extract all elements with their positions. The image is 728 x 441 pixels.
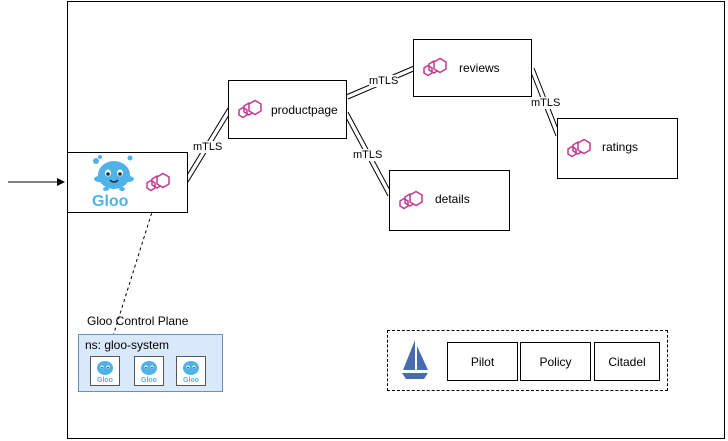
pod-logo-text: Gloo [97, 377, 113, 384]
gloo-pod[interactable]: Gloo [176, 356, 206, 386]
ratings-node[interactable]: ratings [557, 118, 678, 179]
namespace-label: ns: gloo-system [85, 338, 170, 352]
reviews-node[interactable]: reviews [413, 39, 532, 97]
gloo-mascot-icon: Gloo [97, 361, 113, 384]
envoy-proxy-icon [567, 138, 591, 158]
mtls-label-reviews: mTLS [369, 75, 399, 87]
gloo-pod[interactable]: Gloo [134, 356, 164, 386]
envoy-proxy-icon [146, 172, 170, 192]
citadel-component[interactable]: Citadel [594, 342, 660, 381]
gloo-mascot-icon [93, 155, 134, 191]
istio-sail-icon [402, 340, 428, 379]
details-node[interactable]: details [389, 170, 510, 231]
pod-logo-text: Gloo [183, 377, 199, 384]
pilot-component[interactable]: Pilot [447, 342, 518, 381]
productpage-label: productpage [271, 103, 338, 117]
gloo-gateway-node[interactable]: Gloo [67, 152, 188, 213]
control-plane-title: Gloo Control Plane [87, 314, 189, 328]
ratings-label: ratings [602, 140, 639, 154]
envoy-proxy-icon [238, 99, 262, 119]
gloo-pod[interactable]: Gloo [90, 356, 120, 386]
policy-component[interactable]: Policy [520, 342, 591, 381]
gloo-mascot-icon: Gloo [141, 361, 157, 384]
mtls-label-ratings: mTLS [531, 97, 561, 109]
pod-logo-text: Gloo [141, 377, 157, 384]
envoy-proxy-icon [423, 57, 447, 77]
envoy-proxy-icon [399, 190, 423, 210]
reviews-label: reviews [459, 61, 500, 75]
gloo-mascot-icon: Gloo [183, 361, 199, 384]
productpage-node[interactable]: productpage [228, 80, 347, 139]
istio-control-plane[interactable]: Pilot Policy Citadel [387, 330, 668, 391]
cluster-boundary [67, 1, 725, 439]
mtls-label-gateway: mTLS [193, 141, 223, 153]
gloo-system-namespace[interactable]: ns: gloo-system Gloo Gloo Gloo [78, 334, 223, 392]
gloo-logo-text: Gloo [92, 193, 129, 210]
details-label: details [435, 192, 470, 206]
mtls-label-details: mTLS [353, 149, 383, 161]
